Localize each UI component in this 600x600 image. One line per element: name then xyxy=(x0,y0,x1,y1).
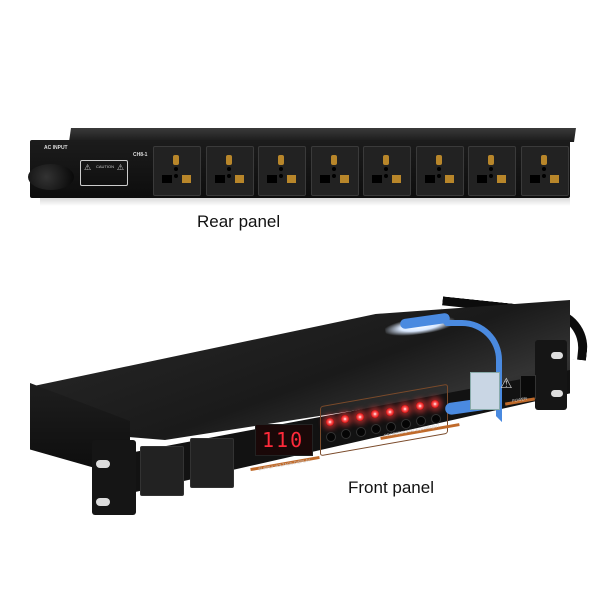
warning-triangle-icon: ⚠ xyxy=(500,375,513,391)
channel-led-5 xyxy=(386,407,394,416)
socket-hole-icon xyxy=(436,167,441,171)
channel-led-6 xyxy=(401,405,409,413)
socket-hole-icon xyxy=(435,155,442,165)
socket-hole-icon xyxy=(339,175,349,183)
socket-hole-icon xyxy=(191,457,201,465)
channel-button-1[interactable] xyxy=(326,432,336,442)
socket-hole-icon xyxy=(330,155,337,165)
channel-button-3[interactable] xyxy=(356,426,366,437)
rear-panel-caption: Rear panel xyxy=(197,212,281,231)
socket-hole-icon xyxy=(541,167,546,171)
socket-hole-icon xyxy=(383,155,389,165)
mount-hole-icon xyxy=(551,390,563,397)
outlet-socket xyxy=(363,146,411,196)
mount-hole-icon xyxy=(96,460,110,468)
socket-hole-icon xyxy=(214,175,225,183)
channel-led-1 xyxy=(326,418,334,426)
outlet-socket xyxy=(310,146,359,196)
channel-led-3 xyxy=(356,412,364,421)
channel-led-7 xyxy=(416,402,424,411)
socket-hole-icon xyxy=(497,175,506,183)
socket-hole-icon xyxy=(549,175,559,183)
usb-lamp-neck xyxy=(440,320,502,422)
socket-hole-icon xyxy=(279,167,283,171)
caution-text: CAUTION xyxy=(96,164,114,169)
outlet-socket xyxy=(205,146,254,196)
channel-button-7[interactable] xyxy=(416,416,426,427)
rear-unit-shadow xyxy=(40,198,570,206)
socket-hole-icon xyxy=(319,175,330,183)
socket-hole-icon xyxy=(141,473,150,481)
mount-hole-icon xyxy=(96,498,110,506)
warning-triangle-icon: ⚠ xyxy=(84,163,92,172)
outlet-socket xyxy=(190,438,234,488)
socket-hole-icon xyxy=(384,167,388,171)
socket-hole-icon xyxy=(384,174,388,178)
outlet-socket xyxy=(153,146,201,196)
channel-button-2[interactable] xyxy=(341,429,351,440)
circuit-breaker[interactable] xyxy=(470,372,500,410)
front-panel-caption: Front panel xyxy=(348,478,434,497)
socket-hole-icon xyxy=(477,175,487,183)
socket-hole-icon xyxy=(331,174,336,178)
channel-label: CH8-1 xyxy=(133,152,148,158)
channel-led-4 xyxy=(371,410,379,419)
socket-hole-icon xyxy=(226,174,231,178)
socket-hole-icon xyxy=(287,175,296,183)
socket-hole-icon xyxy=(267,175,277,183)
socket-hole-icon xyxy=(182,175,191,183)
socket-hole-icon xyxy=(174,174,178,178)
socket-hole-icon xyxy=(279,174,283,178)
socket-hole-icon xyxy=(141,447,147,457)
socket-hole-icon xyxy=(436,174,441,178)
socket-hole-icon xyxy=(529,175,540,183)
socket-hole-icon xyxy=(225,155,232,165)
socket-hole-icon xyxy=(278,155,284,165)
channel-led-2 xyxy=(341,415,349,424)
socket-hole-icon xyxy=(174,167,178,171)
outlet-socket xyxy=(258,146,306,196)
warning-triangle-icon: ⚠ xyxy=(116,163,124,172)
channel-button-4[interactable] xyxy=(371,424,381,435)
voltage-display: 110 xyxy=(255,424,313,456)
socket-hole-icon xyxy=(173,155,179,165)
channel-led-8 xyxy=(431,399,439,408)
socket-hole-icon xyxy=(141,465,151,473)
channel-button-6[interactable] xyxy=(401,419,411,429)
caution-label: ⚠ CAUTION ⚠ xyxy=(80,160,128,186)
socket-hole-icon xyxy=(488,155,494,165)
mount-hole-icon xyxy=(551,352,563,359)
rack-ear-left xyxy=(92,440,136,515)
ac-input-label: AC INPUT xyxy=(44,145,68,151)
socket-hole-icon xyxy=(162,175,172,183)
socket-hole-icon xyxy=(392,175,401,183)
socket-hole-icon xyxy=(444,175,454,183)
socket-hole-icon xyxy=(424,175,435,183)
socket-hole-icon xyxy=(541,174,546,178)
socket-hole-icon xyxy=(489,174,493,178)
outlet-socket xyxy=(140,446,184,496)
power-cable-icon xyxy=(28,164,74,190)
socket-hole-icon xyxy=(191,465,200,473)
socket-hole-icon xyxy=(540,155,547,165)
socket-hole-icon xyxy=(234,175,244,183)
channel-button-5[interactable] xyxy=(386,421,396,432)
outlet-socket xyxy=(468,146,516,196)
voltage-value: 110 xyxy=(262,428,305,452)
outlet-socket xyxy=(415,146,464,196)
socket-hole-icon xyxy=(191,439,197,449)
socket-hole-icon xyxy=(331,167,336,171)
socket-hole-icon xyxy=(226,167,231,171)
outlet-socket xyxy=(520,146,569,196)
socket-hole-icon xyxy=(372,175,382,183)
socket-hole-icon xyxy=(489,167,493,171)
rack-ear-right xyxy=(535,340,567,410)
